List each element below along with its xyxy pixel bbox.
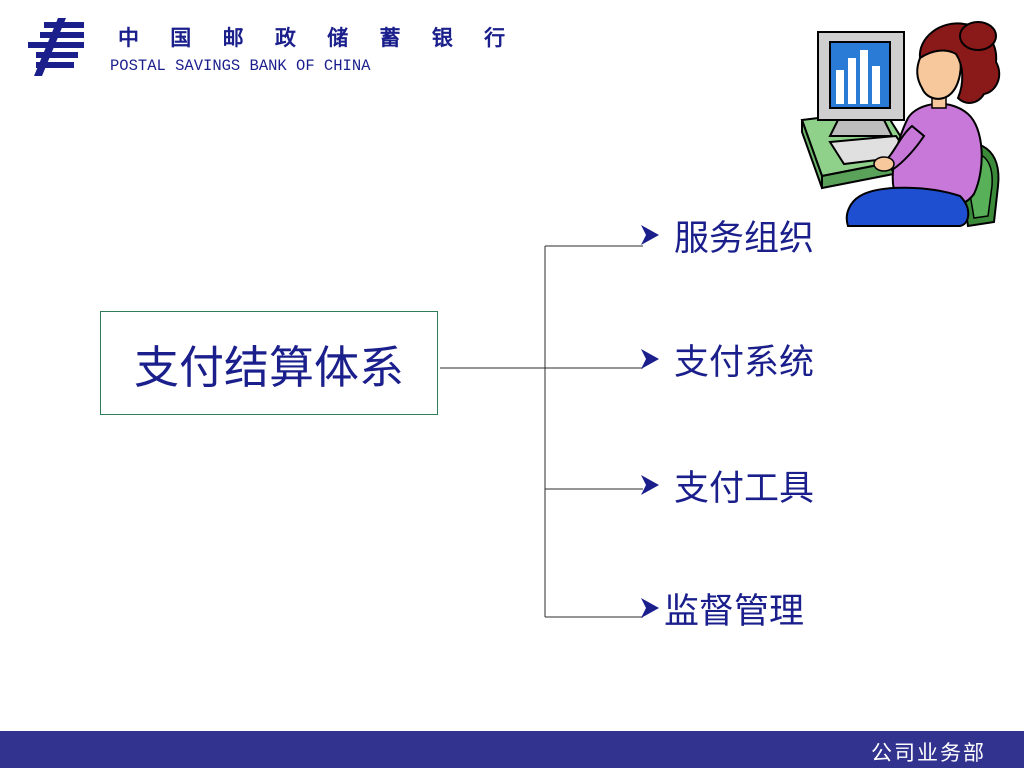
root-node: 支付结算体系: [100, 311, 438, 415]
branch-node-4: 监督管理: [640, 585, 805, 632]
branch-node-label: 服务组织: [674, 218, 815, 259]
footer-department: 公司业务部: [871, 741, 986, 765]
arrow-bullet-icon: [641, 475, 659, 495]
woman-at-computer-illustration: [800, 21, 1001, 228]
branch-node-label: 监督管理: [664, 591, 805, 632]
arrow-bullet-icon: [641, 598, 659, 618]
arrow-bullet-icon: [641, 349, 659, 369]
footer-bar: 公司业务部: [0, 731, 1024, 768]
branch-node-3: 支付工具: [640, 462, 815, 509]
branch-node-1: 服务组织: [640, 212, 815, 259]
bank-name-chinese: 中 国 邮 政 储 蓄 银 行: [118, 25, 518, 50]
branch-node-label: 支付系统: [674, 342, 815, 383]
branch-node-label: 支付工具: [674, 468, 815, 509]
bank-name-english: POSTAL SAVINGS BANK OF CHINA: [110, 57, 371, 75]
root-node-label: 支付结算体系: [133, 340, 404, 394]
postal-savings-logo-icon: [28, 18, 84, 76]
arrow-bullet-icon: [641, 225, 659, 245]
branch-node-2: 支付系统: [640, 336, 815, 383]
